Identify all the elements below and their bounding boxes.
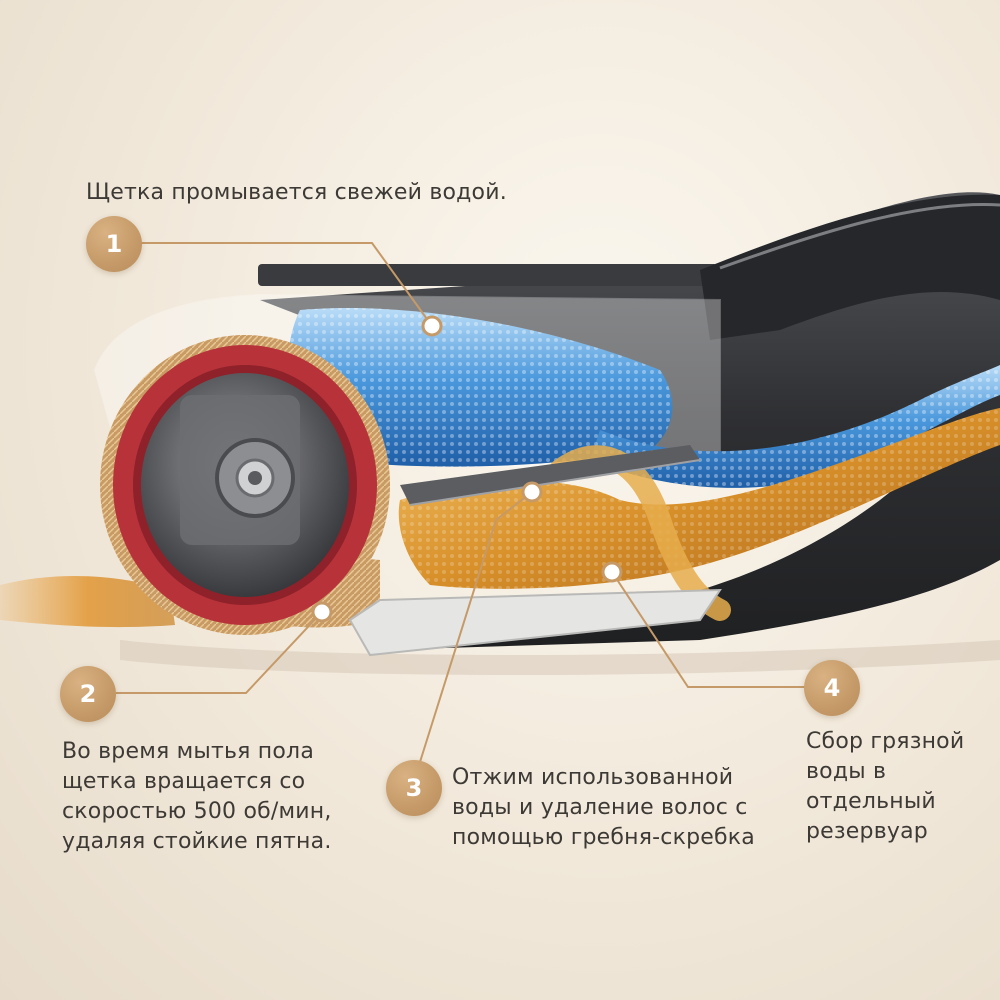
clean-water-texture	[287, 308, 673, 467]
callout-3-line: помощью гребня-скребка	[452, 825, 755, 850]
callout-3-line: воды и удаление волос с	[452, 795, 748, 820]
callout-1-text: Щетка промывается свежей водой.	[86, 178, 507, 208]
anchor-dot-4	[601, 561, 623, 583]
top-cover	[258, 264, 718, 286]
leader-line-2	[116, 611, 323, 694]
callout-3-line: Отжим использованной	[452, 765, 734, 790]
callout-2-line: удаляя стойкие пятна.	[62, 829, 332, 854]
scraper-comb	[400, 445, 700, 505]
callout-2-badge: 2	[60, 666, 116, 722]
callout-2-text: Во время мытья пола щетка вращается со с…	[62, 737, 332, 857]
floor-shadow	[120, 640, 1000, 675]
anchor-dot-1	[421, 315, 443, 337]
callout-4-line: резервуар	[806, 819, 928, 844]
callout-3-text: Отжим использованной воды и удаление вол…	[452, 763, 755, 853]
dirty-water-spill	[0, 575, 175, 628]
callout-3-badge: 3	[386, 760, 442, 816]
callout-4-badge: 4	[804, 660, 860, 716]
anchor-dot-2	[311, 601, 333, 623]
callout-4-line: Сбор грязной	[806, 729, 965, 754]
callout-2-line: скоростью 500 об/мин,	[62, 799, 332, 824]
callout-2-line: щетка вращается со	[62, 769, 306, 794]
callout-4-line: воды в	[806, 759, 887, 784]
callout-1-line: Щетка промывается свежей водой.	[86, 180, 507, 205]
leader-line-3	[419, 491, 533, 763]
base-plate	[348, 588, 722, 657]
callout-1-badge: 1	[86, 216, 142, 272]
leader-line-4	[611, 571, 805, 688]
callout-4-line: отдельный	[806, 789, 936, 814]
leader-line-1	[140, 242, 433, 327]
anchor-dot-3	[521, 481, 543, 503]
callout-4-text: Сбор грязной воды в отдельный резервуар	[806, 727, 964, 847]
callout-2-line: Во время мытья пола	[62, 739, 314, 764]
shell-highlight	[719, 203, 1000, 270]
upper-shell	[700, 194, 1000, 340]
